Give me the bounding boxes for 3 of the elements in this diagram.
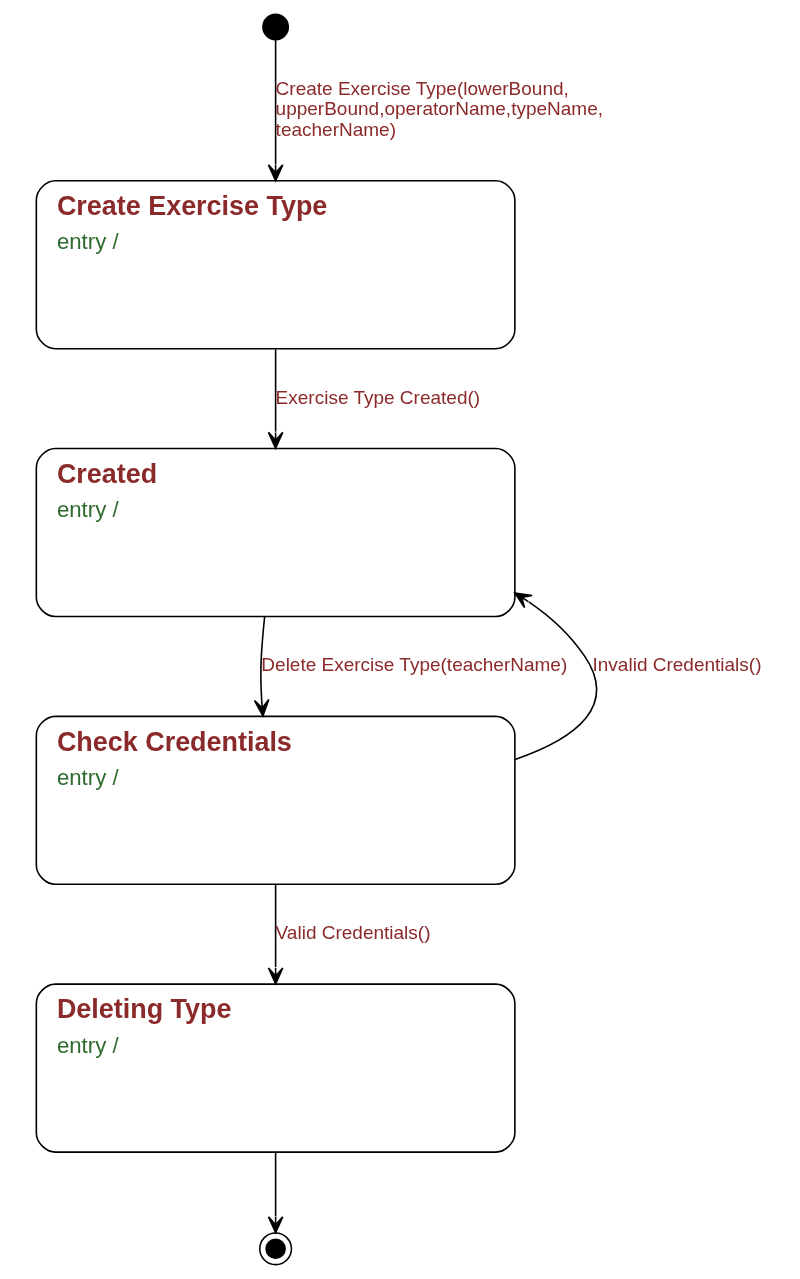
edge-label: Exercise Type Created() <box>275 386 481 408</box>
edge-label: Delete Exercise Type(teacherName) <box>261 654 568 676</box>
edge-label: Invalid Credentials() <box>592 654 762 676</box>
